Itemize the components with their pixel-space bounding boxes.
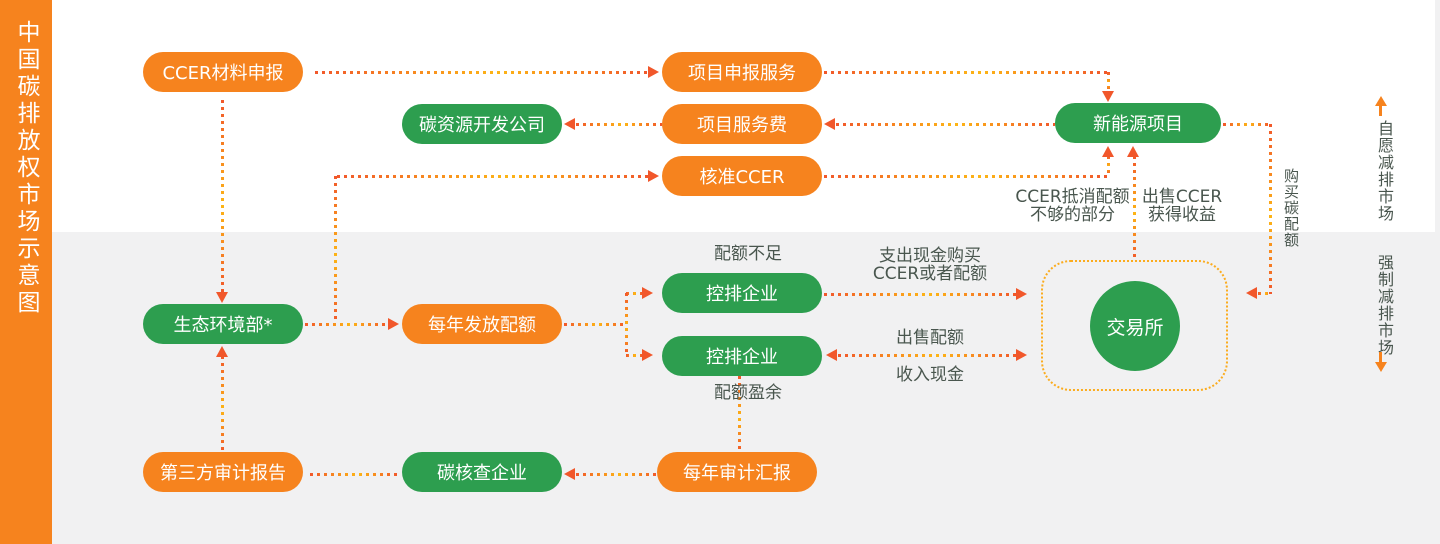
node-carbon-verification-company: 碳核查企业 <box>402 452 562 492</box>
node-annual-quota-issue: 每年发放配额 <box>402 304 562 344</box>
label-quota-surplus: 配额盈余 <box>714 383 782 403</box>
arrowhead-into-emitter-short <box>642 287 653 299</box>
arrowhead-into-moee-bottom <box>216 346 228 357</box>
label-sell-ccer-line2: 获得收益 <box>1148 204 1216 225</box>
arrowhead-into-emitter-surplus-right <box>826 349 837 361</box>
label-buy-carbon-quota: 购买碳配额 <box>1282 168 1300 248</box>
up-arrow-stem <box>1379 105 1382 116</box>
sidebar: 中国碳排放权市场示意图 <box>0 0 52 544</box>
edge-emitter-short-to-exchange <box>824 293 1016 296</box>
edge-new-energy-to-exchange-buy-quota <box>1258 292 1272 295</box>
edge-audit-report-to-moee <box>221 356 224 452</box>
arrowhead-into-carbon-dev <box>564 118 575 130</box>
edge-annual-quota-to-emitters <box>626 292 642 295</box>
edge-moee-to-annual-quota <box>305 323 388 326</box>
node-approved-ccer: 核准CCER <box>662 156 822 196</box>
node-emitter-quota-short: 控排企业 <box>662 273 822 313</box>
arrowhead-into-new-energy-top <box>1102 91 1114 102</box>
edge-approved-ccer-to-new-energy <box>1107 156 1110 175</box>
label-pay-cash: 支出现金购买 CCER或者配额 <box>850 246 1010 284</box>
edge-new-energy-to-project-fee <box>836 123 1055 126</box>
edge-annual-audit-to-verifier <box>576 473 657 476</box>
edge-ccer-material-to-project-apply <box>315 71 648 74</box>
node-ccer-material: CCER材料申报 <box>143 52 303 92</box>
edge-project-fee-to-carbon-dev <box>576 123 662 126</box>
arrowhead-into-annual-quota <box>388 318 399 330</box>
down-arrow-icon <box>1375 362 1387 372</box>
edge-project-apply-to-new-energy <box>1107 72 1110 92</box>
edge-new-energy-to-exchange-buy-quota <box>1223 123 1270 126</box>
arrowhead-into-new-energy-bottom-left <box>1102 146 1114 157</box>
label-receive-cash: 收入现金 <box>896 365 964 385</box>
edge-emitter-surplus-exchange-two-way <box>838 354 1018 357</box>
label-sell-ccer: 出售CCER 获得收益 <box>1118 187 1246 225</box>
arrowhead-into-new-energy-bottom-right <box>1127 146 1139 157</box>
node-project-apply-service: 项目申报服务 <box>662 52 822 92</box>
arrowhead-into-approved-ccer <box>648 170 659 182</box>
edge-project-apply-to-new-energy <box>824 71 1108 74</box>
edge-ccer-material-to-moee <box>221 100 224 292</box>
node-carbon-dev-company: 碳资源开发公司 <box>402 104 562 144</box>
label-ccer-offset: CCER抵消配额 不够的部分 <box>1000 187 1145 225</box>
node-annual-audit-report: 每年审计汇报 <box>657 452 817 492</box>
arrowhead-into-exchange-box-left-top <box>1016 288 1027 300</box>
edge-exchange-to-new-energy-sell-ccer <box>1133 156 1136 260</box>
edge-annual-quota-to-emitters <box>625 293 628 355</box>
arrowhead-into-project-apply <box>648 66 659 78</box>
edge-moee-to-approved-ccer <box>337 175 648 178</box>
label-sell-ccer-line1: 出售CCER <box>1141 187 1223 207</box>
label-pay-cash-line2: CCER或者配额 <box>872 263 988 284</box>
edge-moee-to-approved-ccer <box>334 176 337 323</box>
label-voluntary-market: 自愿减排市场 <box>1375 120 1394 222</box>
arrowhead-into-project-fee <box>824 118 835 130</box>
node-ministry-ecology: 生态环境部* <box>143 304 303 344</box>
arrowhead-into-exchange-box-left-bottom <box>1016 349 1027 361</box>
arrowhead-into-emitter-surplus <box>642 349 653 361</box>
node-emitter-quota-surplus: 控排企业 <box>662 336 822 376</box>
edge-emitter-surplus-to-annual-audit <box>738 376 741 452</box>
label-quota-short: 配额不足 <box>714 244 782 264</box>
node-exchange: 交易所 <box>1090 281 1180 371</box>
label-pay-cash-line1: 支出现金购买 <box>879 246 981 266</box>
label-sell-quota: 出售配额 <box>896 328 964 348</box>
edge-new-energy-to-exchange-buy-quota <box>1269 124 1272 294</box>
edge-annual-quota-to-emitters <box>564 323 626 326</box>
exchange-dashed-box <box>1041 260 1228 391</box>
edge-annual-quota-to-emitters <box>626 354 642 357</box>
label-ccer-offset-line1: CCER抵消配额 <box>1015 187 1130 207</box>
label-mandatory-market: 强制减排市场 <box>1375 254 1394 356</box>
node-new-energy-project: 新能源项目 <box>1055 103 1221 143</box>
arrowhead-into-exchange-box-right <box>1246 287 1257 299</box>
up-arrow-icon <box>1375 96 1387 106</box>
label-ccer-offset-line2: 不够的部分 <box>1030 204 1115 225</box>
edge-verifier-to-third-party-report <box>310 473 398 476</box>
arrowhead-into-moee-top <box>216 292 228 303</box>
node-project-service-fee: 项目服务费 <box>662 104 822 144</box>
edge-approved-ccer-to-new-energy <box>824 175 1108 178</box>
page-title: 中国碳排放权市场示意图 <box>13 20 39 317</box>
down-arrow-stem <box>1379 352 1382 363</box>
node-third-party-audit-report: 第三方审计报告 <box>143 452 303 492</box>
arrowhead-into-carbon-verifier <box>564 468 575 480</box>
